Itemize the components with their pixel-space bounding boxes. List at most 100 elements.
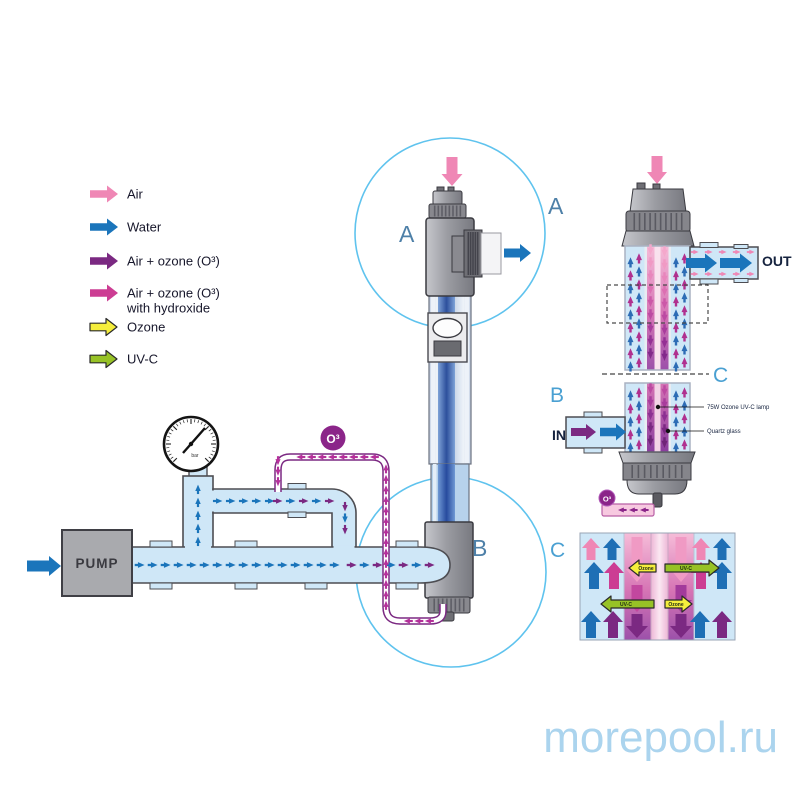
pipework [131, 465, 451, 590]
ozone-elbow [652, 492, 663, 508]
pipe-union [583, 447, 603, 454]
pump-label: PUMP [75, 556, 118, 571]
pump-inlet-arrow-icon [27, 556, 61, 576]
detail-a: OUT C [602, 156, 792, 387]
ozone-left-arrow-label: Ozone [638, 566, 653, 572]
detail-c-frame [579, 532, 736, 641]
water-channel [625, 246, 645, 370]
down-flow [647, 244, 654, 359]
o3-badge-small-circle [598, 489, 616, 507]
down-arrow [626, 614, 648, 638]
in-water-arrow-icon [600, 423, 626, 441]
lamp-pointer-dot [655, 404, 661, 410]
lamp-core [654, 246, 661, 370]
pipe-union [287, 483, 307, 490]
air-out-flow [690, 271, 755, 277]
flow-tube-left-top [296, 454, 379, 460]
detail-a-air-arrow-icon [647, 156, 667, 184]
legend-air-arrow-icon [90, 185, 118, 203]
legend-water-arrow-icon [90, 218, 118, 236]
up-flow [673, 257, 679, 372]
quartz-wall [644, 246, 647, 370]
water-channel [671, 383, 690, 452]
up-flow [681, 253, 688, 368]
detail-a-collar-ribs [633, 213, 683, 230]
flow-riser-up [195, 484, 201, 547]
out-arrow-icon [686, 253, 717, 273]
pipe-union [395, 540, 419, 548]
section-a-outer-label: A [548, 193, 564, 219]
in-ozone-arrow-icon [571, 424, 596, 440]
outlet-coupling [480, 232, 502, 275]
up-arrow [603, 538, 621, 560]
quartz-wall [644, 383, 647, 452]
ozone-tube [274, 453, 447, 625]
out-label: OUT [762, 253, 792, 269]
glass-highlight [465, 296, 469, 463]
pipe-union [699, 278, 719, 285]
legend-water-label: Water [127, 220, 162, 235]
flow-bypass-pre [212, 498, 275, 504]
pipe-union [699, 242, 719, 248]
pipe-union [287, 511, 307, 518]
indicator-window [432, 317, 463, 339]
pipe-seam [333, 545, 355, 550]
gauge-ticks [166, 419, 216, 463]
down-arrow [670, 614, 692, 638]
in-label: IN [552, 427, 566, 443]
air-inlet-arrow-icon [441, 157, 463, 186]
pump: PUMP [27, 529, 133, 597]
flow-tube-left-bottom [403, 618, 434, 624]
pipe-union [149, 540, 173, 548]
pipe-union [234, 540, 258, 548]
o3-badge: O³ [320, 425, 346, 451]
up-arrow [713, 538, 731, 560]
legend: Air Water Air + ozone (O³) Air + ozone (… [126, 187, 220, 367]
lamp-core [651, 533, 668, 640]
pipe-union [583, 411, 603, 418]
detail-a-collar [625, 210, 691, 233]
ozone-left-arrow [628, 559, 657, 577]
detail-b-housing-cup [626, 479, 688, 495]
flow-water-main [134, 562, 340, 568]
pipe-union [234, 582, 258, 590]
pipe-union [733, 244, 749, 249]
uvc-left-arrow [600, 595, 655, 613]
legend-air-ozone-hydroxide-arrow-icon [90, 284, 118, 302]
down-flow [661, 246, 668, 361]
pipe-union [395, 582, 419, 590]
detail-b-ribs [631, 465, 683, 478]
legend-air-label: Air [127, 187, 144, 202]
lamp-annotation: 75W Ozone UV-C lamp [707, 405, 770, 411]
ozone-suction-flow [618, 507, 649, 513]
detail-a-cap [629, 188, 687, 213]
ozone-suction-tube [601, 503, 655, 517]
down-flow [647, 383, 654, 446]
up-arrow [712, 611, 732, 638]
cylinder-wall [624, 245, 691, 371]
lower-highlight [433, 464, 437, 523]
detail-crop-box [606, 284, 709, 324]
lamp-core [654, 383, 661, 452]
up-arrow [603, 611, 623, 638]
water-out-arrow-icon [504, 244, 531, 262]
up-flow [636, 387, 642, 450]
display [433, 340, 462, 357]
pressure-gauge: bar [162, 415, 220, 473]
o3-badge-circle [320, 425, 346, 451]
o3-badge-label: O³ [326, 432, 339, 446]
bypass-pipe [212, 488, 357, 548]
ozone-tube-core [275, 454, 446, 624]
pipe-union [304, 582, 328, 590]
pipe-union [149, 582, 173, 590]
watermark: morepool.ru [543, 713, 778, 762]
up-arrow [584, 562, 604, 589]
flow-tube-down [275, 456, 281, 487]
legend-uvc-arrow-icon [89, 349, 118, 369]
up-arrow [690, 611, 710, 638]
up-arrow [604, 562, 624, 589]
quartz-wall [668, 246, 671, 370]
legend-air-ozone-hydroxide-label2: with hydroxide [126, 301, 210, 316]
